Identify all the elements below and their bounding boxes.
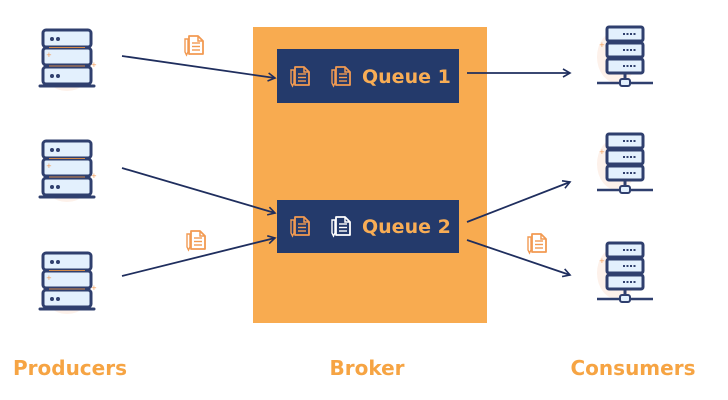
queue-2-label: Queue 2 bbox=[362, 216, 451, 238]
producers-label: Producers bbox=[12, 356, 128, 380]
message-icon bbox=[527, 233, 547, 254]
queue-1-label: Queue 1 bbox=[362, 66, 451, 88]
message-icon bbox=[186, 230, 206, 251]
message-icon bbox=[184, 35, 204, 56]
producer-server-3-icon bbox=[38, 251, 99, 316]
queue-1: Queue 1 bbox=[277, 49, 459, 103]
producer-server-1-icon bbox=[38, 28, 99, 93]
arrow-producer2-queue2 bbox=[121, 167, 277, 216]
arrow-producer1-queue1 bbox=[121, 55, 277, 82]
consumer-server-2-icon bbox=[595, 132, 655, 195]
consumers-label: Consumers bbox=[570, 356, 696, 380]
consumer-server-1-icon bbox=[595, 25, 655, 88]
queue-2: Queue 2 bbox=[277, 200, 459, 253]
broker-label: Broker bbox=[329, 356, 405, 380]
consumer-server-3-icon bbox=[595, 241, 655, 304]
producer-server-2-icon bbox=[38, 139, 99, 204]
arrow-queue2-consumer2 bbox=[466, 180, 572, 223]
arrow-producer3-queue2 bbox=[121, 235, 277, 277]
arrow-queue2-consumer3 bbox=[466, 239, 572, 278]
